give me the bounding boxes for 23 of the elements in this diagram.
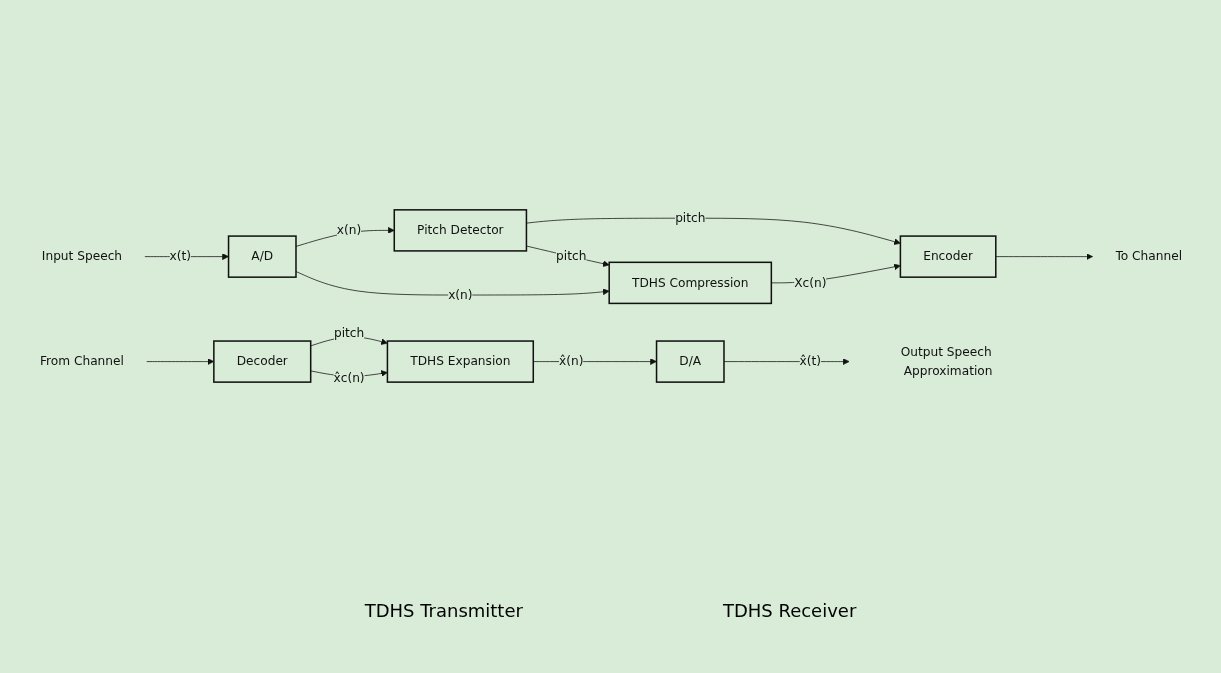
node-text: Input Speech (41, 248, 122, 264)
edge-label: x(n) (447, 287, 473, 302)
node-text: To Channel (1114, 248, 1182, 264)
edge-label: x̂(t) (799, 353, 821, 369)
node-box: A/D (227, 235, 297, 278)
edge-label: x(t) (169, 248, 191, 264)
edge-label: x̂(n) (558, 353, 583, 369)
node-text: Output Speech Approximation (900, 344, 992, 378)
node-box: Decoder (212, 340, 311, 383)
node-box: TDHS Expansion (386, 340, 534, 383)
edge-label: pitch (674, 210, 705, 225)
edge-label: pitch (333, 325, 364, 341)
edge-label: x̂c(n) (333, 370, 365, 385)
edge-label: x(n) (336, 222, 361, 238)
edge-label: Xc(n) (793, 275, 826, 290)
node-box: TDHS Compression (607, 261, 772, 304)
node-box: Pitch Detector (393, 208, 527, 252)
section-caption: TDHS Receiver (722, 600, 857, 621)
section-caption: TDHS Transmitter (364, 600, 523, 621)
node-text: From Channel (39, 353, 124, 369)
edge-label: pitch (555, 248, 586, 264)
node-box: Encoder (899, 235, 997, 278)
node-box: D/A (655, 340, 725, 383)
